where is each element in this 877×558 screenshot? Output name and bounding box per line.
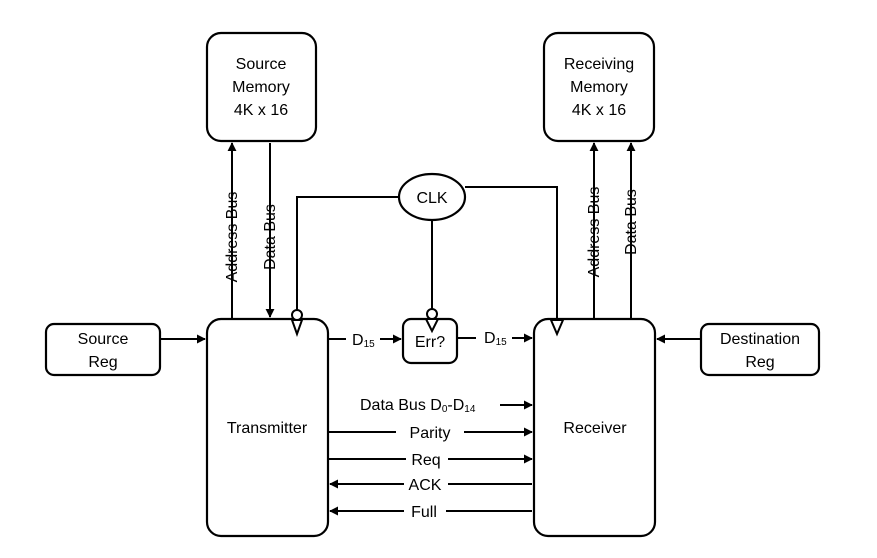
data-bus-signal: Data Bus D0-D14 xyxy=(360,397,533,415)
err-clock-input xyxy=(424,318,440,334)
destination-reg-label-1: Destination xyxy=(720,331,800,348)
transmitter-block: Transmitter xyxy=(205,317,330,538)
parity-signal: Parity xyxy=(328,425,533,442)
source-memory-label-2: Memory xyxy=(232,79,290,96)
ack-signal: ACK xyxy=(329,477,532,494)
d15-label-right: D15 xyxy=(484,330,507,348)
source-data-bus: Data Bus xyxy=(262,143,279,318)
destination-reg-label-2: Reg xyxy=(745,354,774,371)
source-reg-label-2: Reg xyxy=(88,354,117,371)
d15-to-err-signal: D15 xyxy=(328,332,402,350)
source-memory-size: 4K x 16 xyxy=(234,102,288,119)
clk-node: CLK xyxy=(397,172,467,222)
receiving-data-bus: Data Bus xyxy=(623,142,640,319)
source-memory-block: Source Memory 4K x 16 xyxy=(205,31,318,143)
receiving-data-bus-label: Data Bus xyxy=(623,189,640,255)
full-signal: Full xyxy=(329,504,532,521)
source-memory-label-1: Source xyxy=(236,56,287,73)
source-reg-label-1: Source xyxy=(78,331,129,348)
data-bus-range-label: Data Bus D0-D14 xyxy=(360,397,476,415)
err-label: Err? xyxy=(415,334,445,351)
transmitter-clock-input xyxy=(290,319,304,337)
receiver-label: Receiver xyxy=(563,420,627,437)
req-signal: Req xyxy=(328,452,533,469)
d15-to-receiver-signal: D15 xyxy=(457,330,533,348)
ack-label: ACK xyxy=(409,477,442,494)
destination-reg-block: Destination Reg xyxy=(699,322,821,377)
receiving-memory-label-2: Memory xyxy=(570,79,628,96)
source-address-bus: Address Bus xyxy=(224,142,241,319)
source-address-bus-label: Address Bus xyxy=(224,192,241,283)
transmitter-label: Transmitter xyxy=(227,420,308,437)
clk-label: CLK xyxy=(416,190,447,207)
receiving-address-bus-label: Address Bus xyxy=(586,187,603,278)
receiver-block: Receiver xyxy=(532,317,657,538)
receiving-address-bus: Address Bus xyxy=(586,142,603,319)
d15-label-left: D15 xyxy=(352,332,375,350)
receiver-clock-input xyxy=(549,319,565,337)
err-check-block: Err? xyxy=(401,317,459,365)
err-clock-bubble xyxy=(426,308,438,320)
req-label: Req xyxy=(411,452,440,469)
source-reg-block: Source Reg xyxy=(44,322,162,377)
transmitter-clock-bubble xyxy=(291,309,303,321)
receiving-memory-label-1: Receiving xyxy=(564,56,634,73)
source-data-bus-label: Data Bus xyxy=(262,204,279,270)
receiving-memory-block: Receiving Memory 4K x 16 xyxy=(542,31,656,143)
receiving-memory-size: 4K x 16 xyxy=(572,102,626,119)
full-label: Full xyxy=(411,504,437,521)
clk-wiring xyxy=(290,186,565,337)
parity-label: Parity xyxy=(410,425,451,442)
